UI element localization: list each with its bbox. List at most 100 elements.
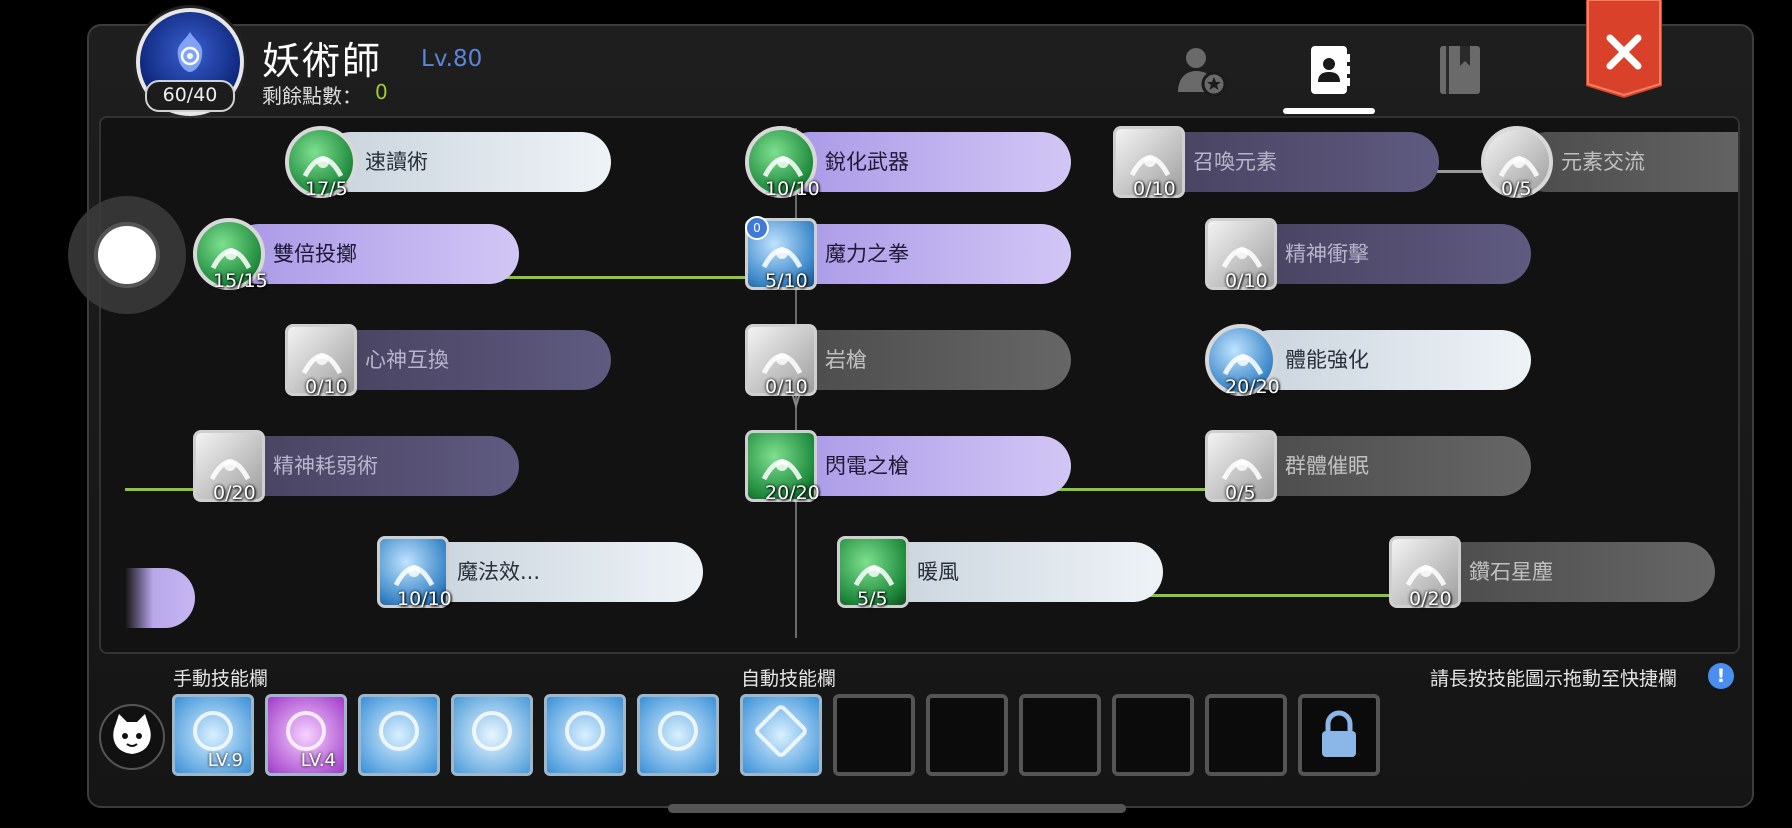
virtual-joystick[interactable] <box>68 196 186 314</box>
skill-name: 速讀術 <box>365 150 428 174</box>
lock-icon <box>1322 710 1356 757</box>
empty-skill-slot[interactable] <box>1019 694 1101 776</box>
skill-icon[interactable] <box>745 430 817 502</box>
time-spiral-icon <box>193 711 233 751</box>
skill-icon[interactable] <box>193 430 265 502</box>
skill-icon[interactable] <box>745 126 817 198</box>
offscreen-skill-bar <box>125 568 195 628</box>
tab-character[interactable] <box>1170 40 1230 100</box>
skill-name: 暖風 <box>917 560 959 584</box>
skill-icon[interactable] <box>285 324 357 396</box>
manual-skill-slot[interactable] <box>358 694 440 776</box>
skill-name: 精神耗弱術 <box>273 454 378 478</box>
skill-bar <box>1517 132 1738 192</box>
sword-shatter-icon <box>752 702 810 760</box>
sword-shatter-icon <box>658 711 698 751</box>
skill-level-count: 5/10 <box>765 270 808 292</box>
avatar[interactable] <box>99 704 165 770</box>
user-star-icon <box>1178 48 1227 97</box>
skill-level-count: 5/5 <box>857 588 888 610</box>
manual-bar-label: 手動技能欄 <box>173 668 269 690</box>
empty-skill-slot[interactable] <box>833 694 915 776</box>
skill-icon[interactable] <box>377 536 449 608</box>
skill-name: 閃電之槍 <box>825 454 909 478</box>
skill-level-count: 10/10 <box>765 178 820 200</box>
skill-icon[interactable] <box>1205 430 1277 502</box>
skill-name: 魔力之拳 <box>825 242 909 266</box>
skill-icon[interactable] <box>837 536 909 608</box>
skill-bar <box>1425 542 1715 602</box>
skill-icon[interactable] <box>1205 324 1277 396</box>
skill-icon[interactable] <box>285 126 357 198</box>
skill-icon[interactable] <box>193 218 265 290</box>
skill-bar <box>873 542 1163 602</box>
remaining-points-label: 剩餘點數： <box>262 84 362 108</box>
skill-name: 召喚元素 <box>1193 150 1277 174</box>
skill-level-count: 10/10 <box>397 588 452 610</box>
tab-skills[interactable] <box>1299 40 1359 100</box>
slot-level: LV.4 <box>300 750 336 771</box>
home-indicator[interactable] <box>668 804 1126 813</box>
skill-bar <box>781 330 1071 390</box>
auto-bar-label: 自動技能欄 <box>741 668 837 690</box>
class-level: Lv.80 <box>421 46 483 72</box>
skill-bar <box>1149 132 1439 192</box>
empty-skill-slot[interactable] <box>926 694 1008 776</box>
skill-node[interactable]: 暖風 5/5 <box>837 536 1163 610</box>
manual-skill-slot[interactable] <box>451 694 533 776</box>
skill-link <box>1091 594 1391 597</box>
skill-node[interactable]: 魔法效...10/10 <box>377 536 703 610</box>
slot-level: LV.9 <box>207 750 243 771</box>
skill-icon[interactable] <box>1389 536 1461 608</box>
manual-skill-slot[interactable]: LV.9 <box>172 694 254 776</box>
auto-skill-slot[interactable] <box>740 694 822 776</box>
skill-name: 體能強化 <box>1285 348 1369 372</box>
skill-icon[interactable] <box>1113 126 1185 198</box>
skill-name: 雙倍投擲 <box>273 242 357 266</box>
active-tab-indicator <box>1283 108 1375 114</box>
skill-bar <box>321 330 611 390</box>
skill-node[interactable]: 魔力之拳 5/10 0 <box>745 216 1071 292</box>
manual-skill-slot[interactable] <box>637 694 719 776</box>
skill-icon[interactable] <box>1481 126 1553 198</box>
skill-level-count: 0/10 <box>305 376 348 398</box>
manual-skill-slot[interactable]: LV.4 <box>265 694 347 776</box>
skill-icon[interactable] <box>745 324 817 396</box>
skill-link <box>1381 170 1501 173</box>
info-icon[interactable]: ! <box>1708 663 1734 689</box>
joystick-knob[interactable] <box>94 222 160 288</box>
skill-badge: 0 <box>745 216 769 240</box>
cat-face-icon <box>113 714 151 754</box>
skill-name: 魔法效... <box>457 560 541 584</box>
skill-level-count: 0/10 <box>765 376 808 398</box>
close-button[interactable] <box>1586 0 1662 98</box>
skill-points-used: 60/40 <box>145 80 235 112</box>
tab-codex[interactable] <box>1430 40 1490 100</box>
manual-skill-slot[interactable] <box>544 694 626 776</box>
locked-slot[interactable] <box>1298 694 1380 776</box>
skill-name: 岩槍 <box>825 348 867 372</box>
skill-level-count: 17/5 <box>305 178 348 200</box>
empty-skill-slot[interactable] <box>1112 694 1194 776</box>
purple-vortex-icon <box>286 711 326 751</box>
skill-bar <box>1241 330 1531 390</box>
skill-level-count: 20/20 <box>1225 376 1280 398</box>
sword-burst-icon <box>379 711 419 751</box>
skill-link <box>125 488 245 491</box>
skill-node[interactable]: 岩槍 0/10 <box>745 324 1071 398</box>
skill-node[interactable]: 速讀術 17/5 <box>285 126 611 200</box>
skill-icon[interactable] <box>1205 218 1277 290</box>
empty-skill-slot[interactable] <box>1205 694 1287 776</box>
